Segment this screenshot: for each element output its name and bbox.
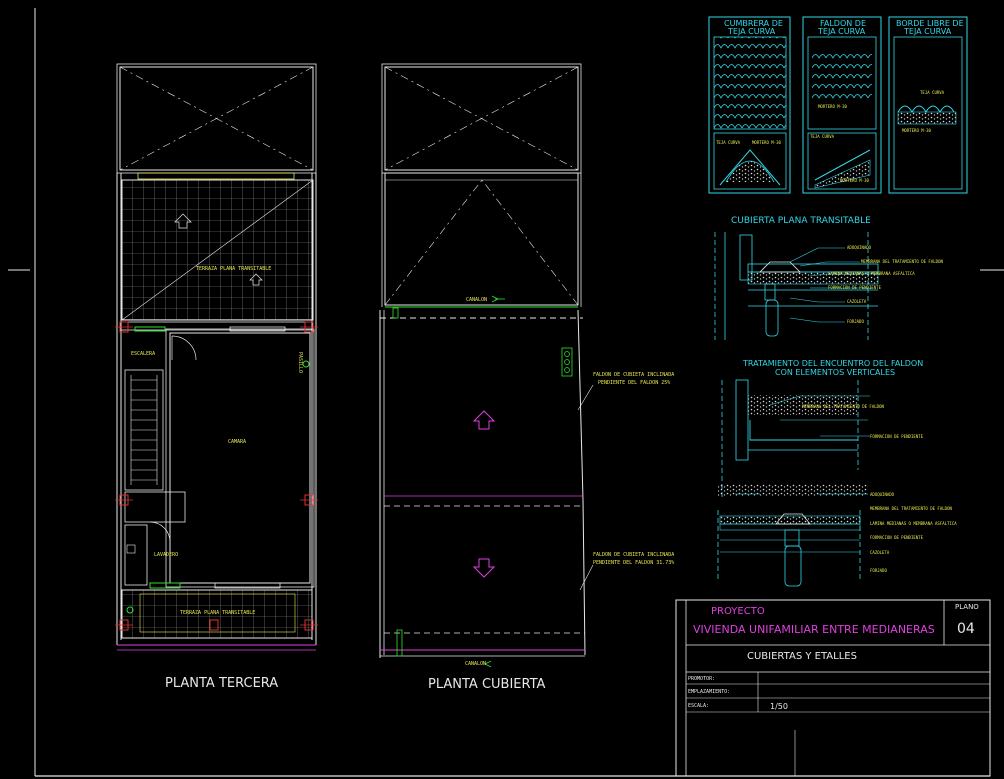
planta-cubierta-plan: [379, 63, 594, 668]
detail-2-note-2: TEJA CURVA: [810, 134, 835, 139]
escala-value: 1/50: [770, 702, 788, 711]
encuentro-title-l1: TRATAMIENTO DEL ENCUENTRO DEL FALDON: [743, 359, 924, 368]
faldon-1-line2: PENDIENTE DEL FALDON 25%: [598, 380, 671, 386]
camara-label: CAMARA: [228, 439, 247, 445]
detail-3-note-2: MORTERO M-30: [902, 128, 931, 133]
terraza-top-label: TERRAZA PLANA TRANSITABLE: [196, 266, 272, 272]
detail-3-note-1: TEJA CURVA: [920, 90, 945, 95]
detail-1-note-2: MORTERO M-30: [752, 140, 781, 145]
title-block-frame: [675, 599, 991, 777]
cp-note-0: ADOQUINADO: [847, 245, 872, 250]
plano-label: PLANO: [955, 603, 979, 611]
detail-3-title-l1: BORDE LIBRE DE: [896, 19, 964, 28]
faldon-2-line1: FALDON DE CUBIETA INCLINADA: [593, 552, 675, 558]
cubierta-plana-title: CUBIERTA PLANA TRANSITABLE: [731, 216, 871, 226]
emplazamiento-label: EMPLAZAMIENTO:: [688, 689, 731, 695]
detail-boxes: [708, 16, 968, 194]
pasillo-label: PASILLO: [297, 352, 303, 374]
enc-note-3: MEMBRANA DEL TRATAMIENTO DE FALDON: [870, 506, 952, 511]
canalon-top-label: CANALON: [466, 297, 488, 303]
enc-note-4: LAMINA MEDIANAS O MEMBRANA ASFALTICA: [870, 521, 957, 526]
cp-note-5: FORJADO: [847, 319, 864, 324]
enc-note-6: CAZOLETA: [870, 550, 890, 555]
terraza-bottom-label: TERRAZA PLANA TRANSITABLE: [180, 610, 256, 616]
cp-note-1: MEMBRANA DEL TRATAMIENTO DE FALDON: [861, 259, 943, 264]
enc-note-2: ADOQUINADO: [870, 492, 895, 497]
escala-label: ESCALA:: [688, 703, 710, 709]
proyecto-label: PROYECTO: [711, 606, 765, 617]
faldon-1-line1: FALDON DE CUBIETA INCLINADA: [593, 372, 675, 378]
encuentro-title-l2: CON ELEMENTOS VERTICALES: [775, 368, 896, 377]
detail-1-title-l1: CUMBRERA DE: [724, 19, 783, 28]
detail-3-title-l2: TEJA CURVA: [904, 27, 952, 36]
detail-1-title-l2: TEJA CURVA: [728, 27, 776, 36]
encuentro-section: [717, 379, 870, 587]
planta-tercera-title: PLANTA TERCERA: [165, 676, 279, 691]
plano-number: 04: [957, 621, 975, 637]
detail-2-note-3: MORTERO M-30: [840, 178, 869, 183]
detail-1-note-1: TEJA CURVA: [716, 140, 741, 145]
detail-2-title-l2: TEJA CURVA: [818, 27, 866, 36]
faldon-2-line2: PENDIENTE DEL FALDON 31.73%: [593, 560, 675, 566]
detail-2-title-l1: FALDON DE: [820, 19, 866, 28]
cp-note-2: LAMINA MEDIANAS O MEMBRANA ASFALTICA: [828, 271, 915, 276]
proyecto-name: VIVIENDA UNIFAMILIAR ENTRE MEDIANERAS: [693, 623, 935, 636]
plano-subtitle: CUBIERTAS Y ETALLES: [747, 651, 857, 662]
escalera-label: ESCALERA: [131, 351, 156, 357]
cp-note-4: CAZOLETA: [847, 299, 867, 304]
cp-note-3: FORMACION DE PENDIENTE: [828, 285, 881, 290]
planta-tercera-plan: [115, 63, 318, 651]
planta-cubierta-title: PLANTA CUBIERTA: [428, 677, 546, 692]
detail-2-note-1: MORTERO M-30: [818, 104, 847, 109]
enc-note-1: FORMACION DE PENDIENTE: [870, 434, 923, 439]
enc-note-5: FORMACION DE PENDIENTE: [870, 535, 923, 540]
promotor-label: PROMOTOR:: [688, 676, 716, 682]
cubierta-plana-section: [714, 232, 880, 340]
enc-note-7: FORJADO: [870, 568, 887, 573]
lavadero-label: LAVADERO: [154, 552, 179, 558]
canalon-bottom-label: CANALON: [465, 661, 487, 667]
enc-note-0: MEMBRANA DEL TRATAMIENTO DE FALDON: [802, 404, 884, 409]
